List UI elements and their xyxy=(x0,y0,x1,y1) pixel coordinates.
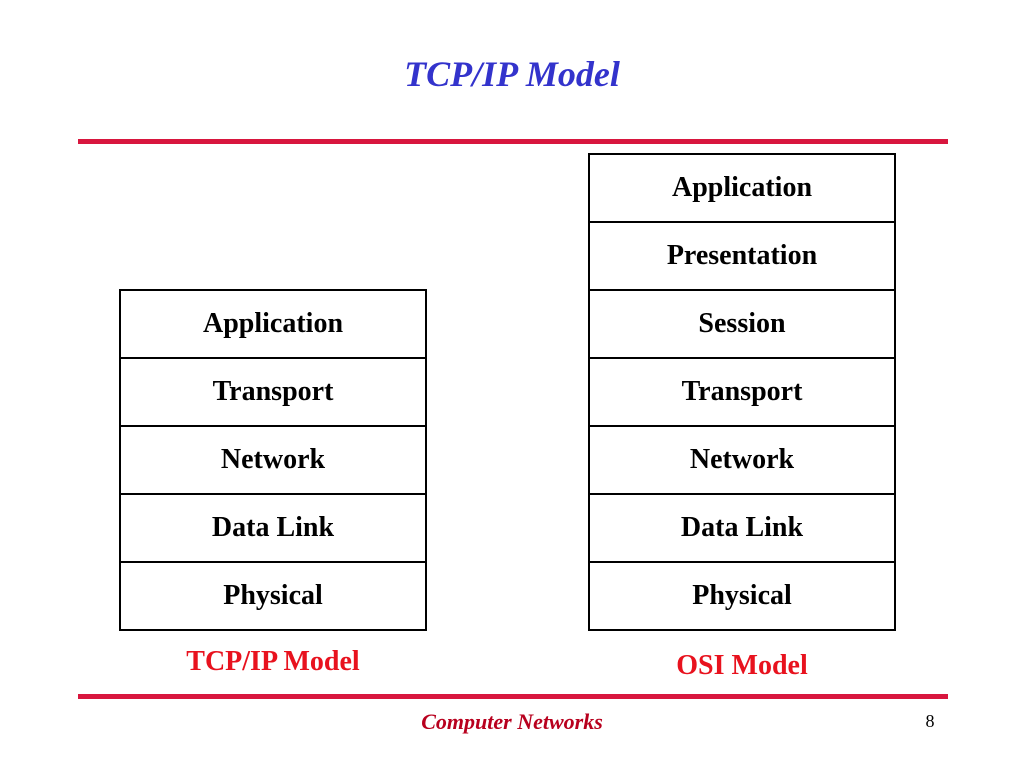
top-divider xyxy=(78,139,948,144)
osi-layer-data-link: Data Link xyxy=(590,495,894,563)
tcpip-layer-physical: Physical xyxy=(121,563,425,631)
osi-caption: OSI Model xyxy=(676,650,808,681)
tcpip-layer-data-link: Data Link xyxy=(121,495,425,563)
tcpip-layer-stack: Application Transport Network Data Link … xyxy=(119,289,427,631)
osi-layer-stack: Application Presentation Session Transpo… xyxy=(588,153,896,631)
slide-title: TCP/IP Model xyxy=(404,54,620,94)
bottom-divider xyxy=(78,694,948,699)
tcpip-layer-network: Network xyxy=(121,427,425,495)
osi-layer-session: Session xyxy=(590,291,894,359)
tcpip-layer-transport: Transport xyxy=(121,359,425,427)
footer-title: Computer Networks xyxy=(421,709,603,734)
osi-layer-application: Application xyxy=(590,155,894,223)
tcpip-caption: TCP/IP Model xyxy=(186,646,360,677)
page-number: 8 xyxy=(925,711,935,731)
osi-layer-presentation: Presentation xyxy=(590,223,894,291)
tcpip-layer-application: Application xyxy=(121,291,425,359)
osi-layer-transport: Transport xyxy=(590,359,894,427)
osi-layer-physical: Physical xyxy=(590,563,894,631)
osi-layer-network: Network xyxy=(590,427,894,495)
